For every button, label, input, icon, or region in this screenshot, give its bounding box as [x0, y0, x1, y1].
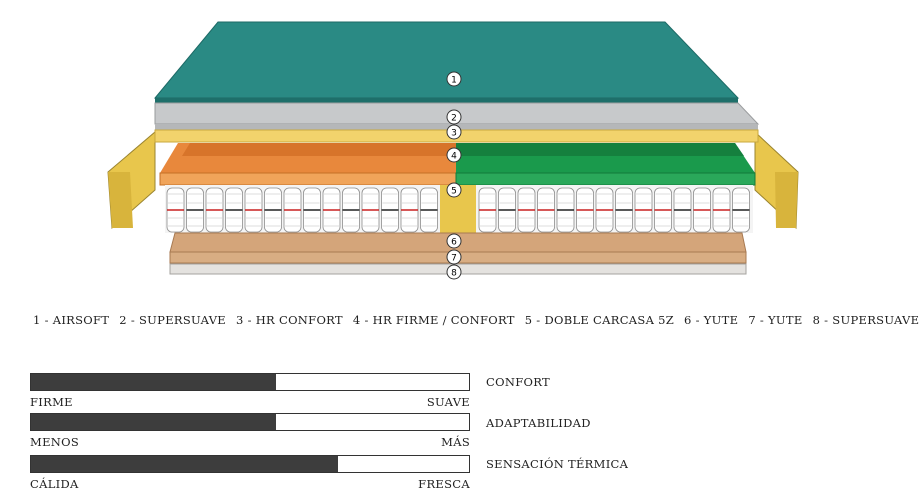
layer-marker: 7: [446, 249, 462, 265]
meter-confort: FIRME SUAVE: [30, 373, 470, 409]
spring-coil: [381, 187, 399, 233]
spring-coil: [322, 187, 341, 233]
right-frame-edge: [775, 172, 798, 228]
meter-title: SENSACIÓN TÉRMICA: [486, 457, 629, 471]
spring-coil: [537, 187, 555, 233]
meter-bar: [30, 413, 470, 431]
spring-coil: [166, 187, 185, 233]
meter-left-label: FIRME: [30, 395, 73, 409]
layer-legend: 1 - AIRSOFT 2 - SUPERSUAVE 3 - HR CONFOR…: [33, 313, 919, 327]
meter-right-label: SUAVE: [426, 395, 470, 409]
legend-item: 8 - SUPERSUAVE: [812, 313, 919, 327]
spring-coil: [283, 187, 302, 233]
svg-text:1: 1: [451, 76, 457, 86]
legend-item: 4 - HR FIRME / CONFORT: [352, 313, 515, 327]
layer-marker: 4: [446, 147, 462, 163]
spring-coil: [225, 187, 243, 233]
legend-item: 3 - HR CONFORT: [236, 313, 343, 327]
left-frame-edge: [108, 172, 133, 228]
meter-right-label: FRESCA: [418, 477, 470, 491]
layer-marker: 5: [446, 182, 462, 198]
legend-item: 7 - YUTE: [748, 313, 803, 327]
meter-bar: [30, 455, 470, 473]
legend-item: 6 - YUTE: [684, 313, 739, 327]
legend-item: 1 - AIRSOFT: [33, 313, 110, 327]
meter-left-label: CÁLIDA: [30, 477, 79, 491]
meter-title: ADAPTABILIDAD: [486, 416, 591, 430]
legend-item: 5 - DOBLE CARCASA 5Z: [524, 313, 675, 327]
svg-text:3: 3: [451, 129, 457, 139]
spring-coil: [517, 187, 536, 233]
layer-marker: 6: [446, 233, 462, 249]
spring-coil: [673, 187, 692, 233]
spring-coil: [244, 187, 263, 233]
spring-coil: [498, 187, 516, 233]
meter-adaptabilidad: MENOS MÁS: [30, 413, 470, 449]
svg-text:2: 2: [451, 114, 457, 124]
svg-text:4: 4: [451, 152, 457, 162]
spring-coil: [478, 187, 497, 233]
meter-sensacion-termica: CÁLIDA FRESCA: [30, 455, 470, 491]
meter-bar: [30, 373, 470, 391]
layer-marker: 1: [446, 71, 462, 87]
spring-coil: [342, 187, 360, 233]
spring-coil: [556, 187, 575, 233]
spring-coil: [361, 187, 380, 233]
springs-group: [166, 187, 750, 233]
svg-text:6: 6: [451, 238, 457, 248]
svg-text:7: 7: [451, 254, 457, 264]
spring-coil: [634, 187, 653, 233]
spring-coil: [693, 187, 711, 233]
spring-coil: [264, 187, 282, 233]
spring-coil: [615, 187, 633, 233]
spring-coil: [303, 187, 321, 233]
layer-marker: 2: [446, 109, 462, 125]
spring-coil: [186, 187, 204, 233]
layer-marker: 3: [446, 124, 462, 140]
spring-coil: [654, 187, 672, 233]
meter-fill: [31, 456, 338, 472]
mattress-layers-diagram: 1 2 3 4 5 6 7 8: [107, 21, 799, 280]
meter-fill: [31, 374, 277, 390]
spring-coil: [576, 187, 594, 233]
layer-airsoft: [153, 21, 740, 99]
legend-item: 2 - SUPERSUAVE: [119, 313, 227, 327]
spring-coil: [732, 187, 750, 233]
spring-coil: [420, 187, 438, 233]
meter-right-label: MÁS: [441, 435, 470, 449]
meter-fill: [31, 414, 277, 430]
meter-title: CONFORT: [486, 375, 550, 389]
spring-coil: [595, 187, 614, 233]
svg-text:8: 8: [451, 269, 457, 279]
layer-marker: 8: [446, 264, 462, 280]
spring-coil: [205, 187, 224, 233]
spring-coil: [400, 187, 419, 233]
svg-text:5: 5: [451, 187, 457, 197]
meter-left-label: MENOS: [30, 435, 80, 449]
spring-coil: [712, 187, 731, 233]
